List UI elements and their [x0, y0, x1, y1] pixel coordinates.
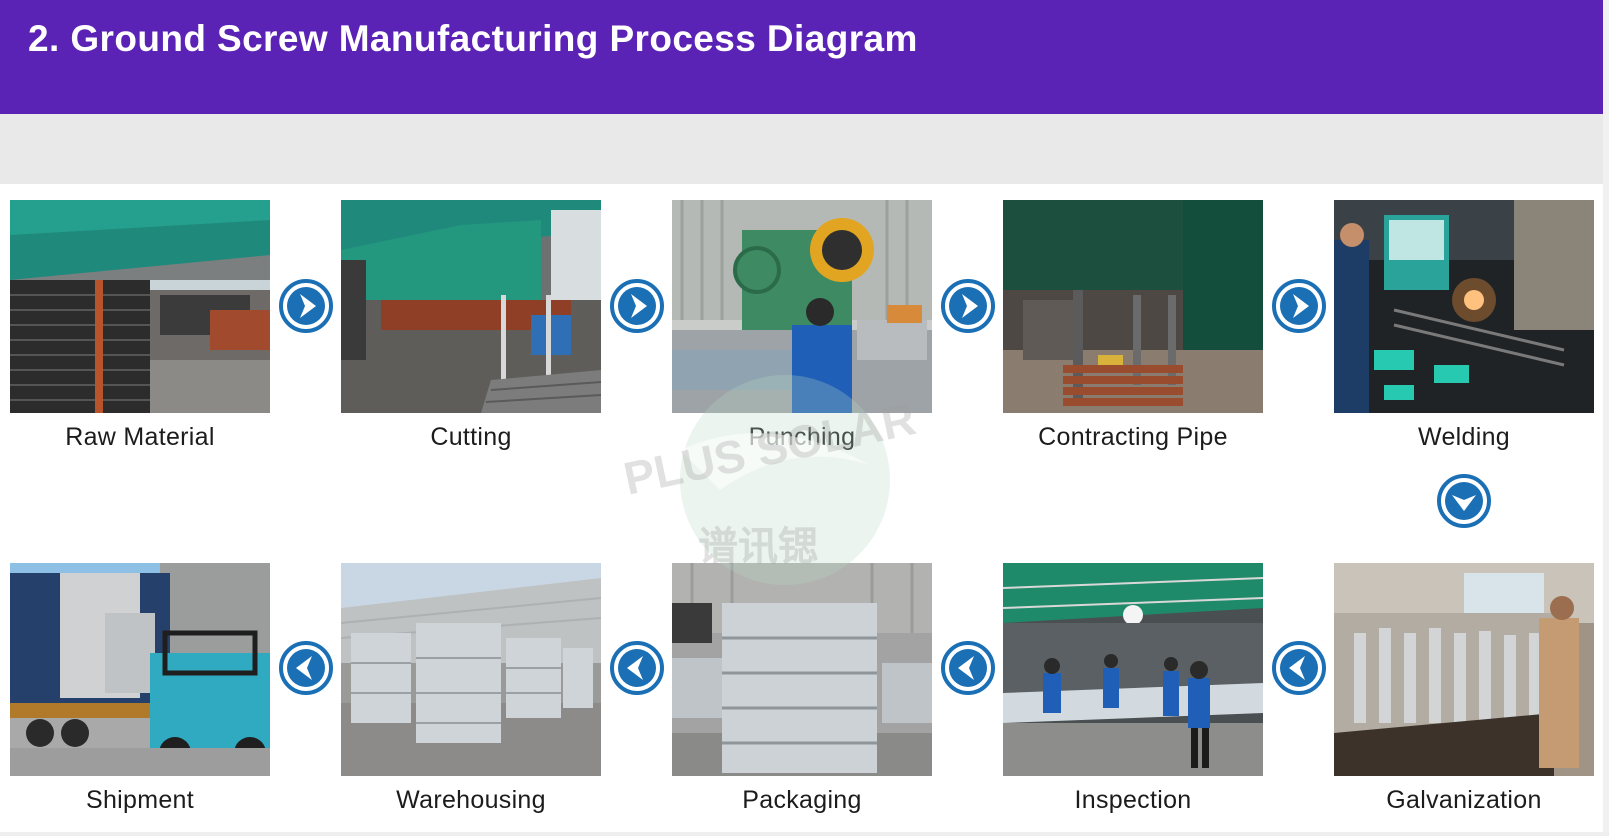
step-punching: Punching: [672, 200, 932, 452]
step-label: Packaging: [742, 786, 862, 814]
inspection-workers-photo: [1003, 563, 1263, 776]
step-label: Raw Material: [65, 423, 215, 451]
step-shipment: Shipment: [10, 563, 270, 815]
punch-press-photo: [672, 200, 932, 413]
factory-shed-pipes-photo: [10, 200, 270, 413]
step-label: Welding: [1418, 423, 1510, 451]
step-label: Warehousing: [396, 786, 546, 814]
step-label: Inspection: [1074, 786, 1192, 814]
arrow-left-icon: [609, 640, 665, 696]
step-label: Contracting Pipe: [1038, 423, 1228, 451]
step-inspection: Inspection: [1003, 563, 1263, 815]
bottom-edge: [0, 832, 1609, 836]
arrow-right-icon: [940, 278, 996, 334]
step-label: Shipment: [85, 786, 194, 814]
cutting-workshop-photo: [341, 200, 601, 413]
step-packaging: Packaging: [672, 563, 932, 815]
welding-photo: [1334, 200, 1594, 413]
page-title: 2. Ground Screw Manufacturing Process Di…: [28, 18, 918, 59]
step-warehousing: Warehousing: [341, 563, 601, 815]
header-bar: 2. Ground Screw Manufacturing Process Di…: [0, 0, 1609, 114]
arrow-left-icon: [1271, 640, 1327, 696]
arrow-right-icon: [278, 278, 334, 334]
step-label: Galvanization: [1386, 786, 1542, 814]
arrow-right-icon: [1271, 278, 1327, 334]
warehouse-stacks-photo: [341, 563, 601, 776]
step-welding: Welding: [1334, 200, 1594, 452]
contracting-pipe-photo: [1003, 200, 1263, 413]
step-cutting: Cutting: [341, 200, 601, 452]
packaged-screws-photo: [672, 563, 932, 776]
step-galvanization: Galvanization: [1334, 563, 1594, 815]
arrow-left-icon: [278, 640, 334, 696]
right-edge: [1603, 0, 1609, 836]
forklift-container-photo: [10, 563, 270, 776]
galvanizing-bath-photo: [1334, 563, 1594, 776]
arrow-down-icon: [1436, 473, 1492, 529]
step-contracting-pipe: Contracting Pipe: [1003, 200, 1263, 452]
arrow-left-icon: [940, 640, 996, 696]
step-label: Punching: [748, 423, 856, 451]
grey-band: [0, 114, 1609, 184]
step-label: Cutting: [430, 423, 512, 451]
step-raw-material: Raw Material: [10, 200, 270, 452]
arrow-right-icon: [609, 278, 665, 334]
